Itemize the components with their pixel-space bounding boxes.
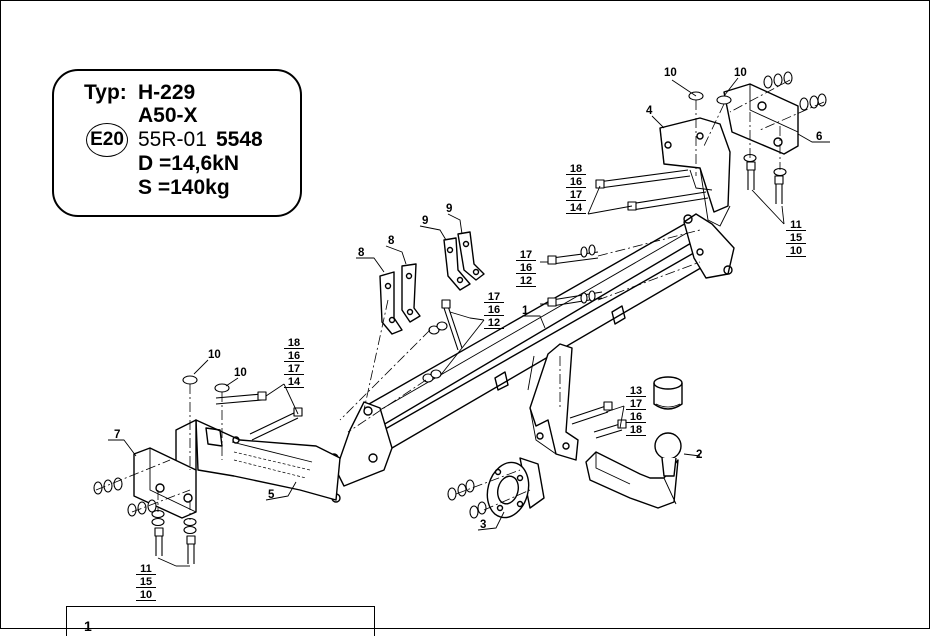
stack-label-s_top_left-3: 14 — [570, 202, 583, 214]
stack-label-s_top_right-0: 11 — [790, 219, 802, 231]
approval-number: 5548 — [216, 128, 263, 151]
callout-part-3: 3 — [480, 519, 486, 531]
stack-label-s_left-2: 17 — [288, 363, 300, 375]
callout-part-8-b: 8 — [388, 235, 395, 247]
approval-mark: E20 — [86, 123, 128, 157]
stack-label-s_ball-1: 17 — [630, 398, 642, 410]
side-plate-part-6 — [723, 83, 799, 155]
stack-label-s_bottom_left-0: 11 — [140, 563, 152, 575]
brace-part-8-a — [379, 271, 403, 335]
stack-label-s_top_right-1: 15 — [790, 232, 802, 244]
stack-label-s_left-0: 18 — [288, 337, 300, 349]
stack-label-s_left-3: 14 — [288, 376, 301, 388]
callout-part-10-c: 10 — [208, 349, 221, 361]
stack-label-s_mid-0: 17 — [520, 249, 532, 261]
socket-plate-part-3 — [486, 457, 545, 519]
typ-value: H-229 — [138, 81, 196, 104]
callout-part-6: 6 — [816, 131, 822, 143]
assembly-axes — [95, 79, 825, 520]
stack-label-s_ball-3: 18 — [630, 424, 642, 436]
stack-label-s_bottom_left-1: 15 — [140, 576, 152, 588]
bottom-panel-label: 1 — [84, 618, 92, 634]
brace-part-8-b — [401, 263, 421, 323]
bottom-panel — [66, 606, 375, 636]
callout-part-9-a: 9 — [422, 215, 428, 227]
spec-box — [52, 69, 302, 217]
callout-numbers: 1 2 3 4 5 6 7 8 8 9 9 10 10 10 10 — [114, 67, 822, 531]
stack-label-s_top_left-1: 16 — [570, 176, 582, 188]
callout-part-9-b: 9 — [446, 203, 452, 215]
brace-part-9-b — [457, 231, 485, 281]
callout-part-1: 1 — [522, 305, 529, 317]
part-number-stacks: 1816171411151017161217161218161714111510… — [136, 163, 806, 601]
stack-label-s_center-1: 16 — [488, 304, 500, 316]
right-bracket-part-4 — [659, 117, 731, 227]
stack-label-s_bottom_left-2: 10 — [140, 589, 152, 601]
stack-label-s_ball-2: 16 — [630, 411, 642, 423]
left-bracket-part-5 — [175, 419, 341, 501]
bolts — [154, 161, 784, 564]
callout-part-10-b: 10 — [734, 67, 747, 79]
s-value: S =140kg — [138, 176, 230, 199]
stack-label-s_ball-0: 13 — [630, 385, 642, 397]
stack-label-s_mid-1: 16 — [520, 262, 532, 274]
callout-part-7: 7 — [114, 429, 120, 441]
ball-neck-part-2 — [585, 376, 683, 509]
callout-part-10-d: 10 — [234, 367, 247, 379]
callout-part-8-a: 8 — [358, 247, 365, 259]
crossbar-part — [329, 213, 735, 503]
d-value: D =14,6kN — [138, 152, 239, 175]
stack-label-s_center-2: 12 — [488, 317, 500, 329]
stack-label-s_top_right-2: 10 — [790, 245, 802, 257]
brace-part-9-a — [443, 237, 471, 291]
stack-label-s_center-0: 17 — [488, 291, 500, 303]
callout-part-5: 5 — [268, 489, 275, 501]
callout-part-4: 4 — [646, 105, 653, 117]
approval-number-prefix: 55R-01 — [138, 128, 207, 151]
stack-label-s_top_left-2: 17 — [570, 189, 582, 201]
typ-label: Typ: — [84, 81, 127, 104]
stack-label-s_left-1: 16 — [288, 350, 300, 362]
leader-lines — [108, 77, 830, 567]
callout-part-10-a: 10 — [664, 67, 677, 79]
stack-label-s_mid-2: 12 — [520, 275, 532, 287]
stack-label-s_top_left-0: 18 — [570, 163, 582, 175]
ball-mount-bracket — [527, 343, 579, 461]
callout-part-2: 2 — [696, 449, 702, 461]
variant: A50-X — [138, 104, 198, 127]
